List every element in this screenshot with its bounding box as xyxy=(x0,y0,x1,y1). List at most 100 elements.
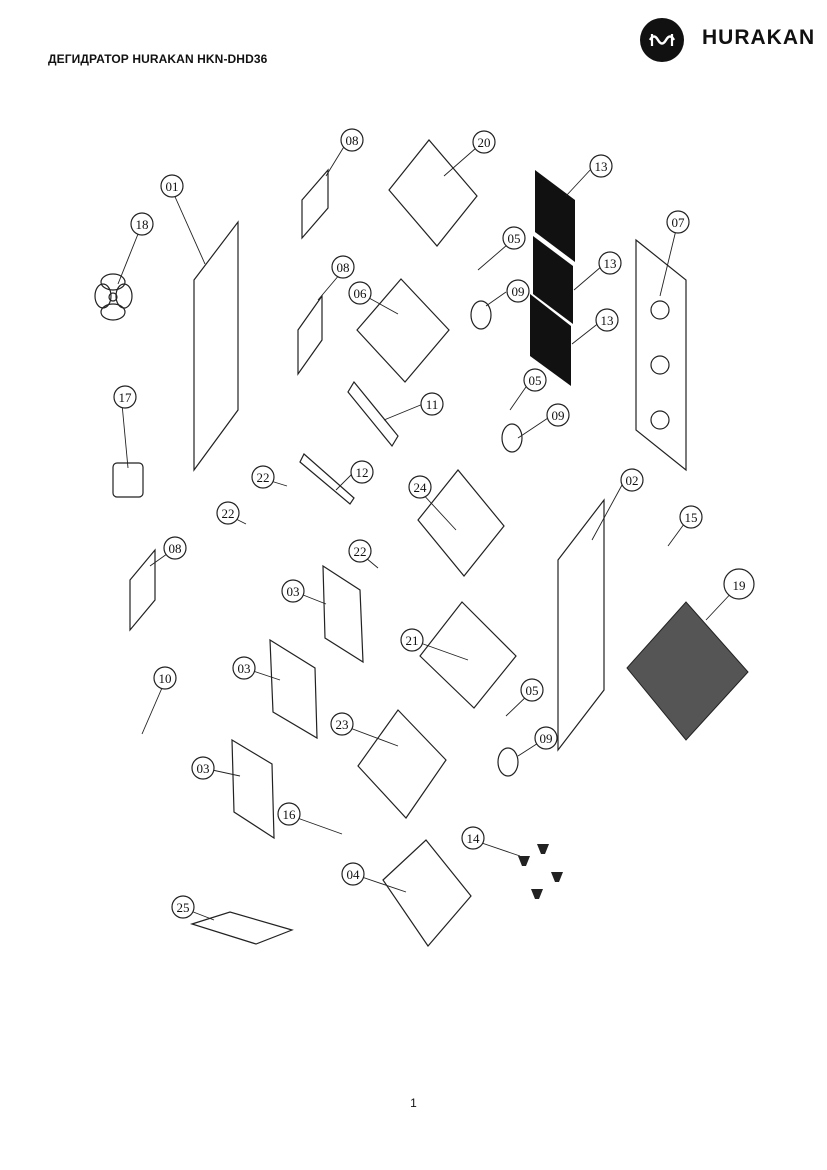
svg-text:16: 16 xyxy=(283,807,297,822)
callout-22: 22 xyxy=(348,539,372,563)
callout-05: 05 xyxy=(520,678,544,702)
svg-text:13: 13 xyxy=(601,313,614,328)
callout-05: 05 xyxy=(502,226,526,250)
document-title: ДЕГИДРАТОР HURAKAN HKN-DHD36 xyxy=(48,52,268,66)
svg-text:03: 03 xyxy=(287,584,300,599)
svg-text:08: 08 xyxy=(346,133,359,148)
callout-01: 01 xyxy=(160,174,184,198)
brand-name: HURAKAN xyxy=(702,26,816,49)
part-tray-24 xyxy=(417,469,505,577)
callout-23: 23 xyxy=(330,712,354,736)
part-perforated-panel xyxy=(231,564,364,840)
callout-15: 15 xyxy=(679,505,703,529)
callout-22: 22 xyxy=(251,465,275,489)
callout-19: 19 xyxy=(723,568,755,600)
leader-lines xyxy=(117,144,737,921)
svg-text:10: 10 xyxy=(159,671,172,686)
callout-25: 25 xyxy=(171,895,195,919)
callout-08: 08 xyxy=(331,255,355,279)
part-fan-blade xyxy=(94,273,133,321)
callout-04: 04 xyxy=(341,862,365,886)
page-number: 1 xyxy=(410,1096,417,1110)
callout-16: 16 xyxy=(277,802,301,826)
callout-07: 07 xyxy=(666,210,690,234)
part-tray-top xyxy=(388,139,478,247)
part-drip-tray xyxy=(189,911,294,945)
callout-09: 09 xyxy=(534,726,558,750)
part-back-panel xyxy=(635,238,687,472)
part-heater-ring xyxy=(470,300,492,330)
svg-text:09: 09 xyxy=(552,408,565,423)
callout-06: 06 xyxy=(348,281,372,305)
callout-14: 14 xyxy=(461,826,485,850)
callout-13: 13 xyxy=(595,308,619,332)
svg-text:19: 19 xyxy=(733,578,746,593)
svg-text:23: 23 xyxy=(336,717,349,732)
part-filter xyxy=(530,170,575,386)
svg-text:15: 15 xyxy=(685,510,698,525)
svg-text:22: 22 xyxy=(257,470,270,485)
part-side-panel-left xyxy=(193,220,239,472)
callout-09: 09 xyxy=(506,279,530,303)
part-base-plate xyxy=(382,839,472,947)
callout-02: 02 xyxy=(620,468,644,492)
callouts: 01 02 03 03 03 04 05 05 05 06 07 08 08 0… xyxy=(113,128,755,919)
callout-18: 18 xyxy=(130,212,154,236)
svg-text:13: 13 xyxy=(595,159,608,174)
hurakan-wave-logo-icon xyxy=(640,18,684,62)
part-bracket xyxy=(299,453,355,505)
exploded-parts-diagram: 01 02 03 03 03 04 05 05 05 06 07 08 08 0… xyxy=(94,128,755,947)
svg-text:11: 11 xyxy=(426,397,439,412)
callout-11: 11 xyxy=(420,392,444,416)
part-motor xyxy=(112,462,144,498)
callout-20: 20 xyxy=(472,130,496,154)
svg-text:03: 03 xyxy=(238,661,251,676)
callout-09: 09 xyxy=(546,403,570,427)
svg-text:20: 20 xyxy=(478,135,491,150)
svg-text:17: 17 xyxy=(119,390,133,405)
svg-text:08: 08 xyxy=(169,541,182,556)
svg-text:21: 21 xyxy=(406,633,419,648)
callout-22: 22 xyxy=(216,501,240,525)
callout-03: 03 xyxy=(232,656,256,680)
callout-10: 10 xyxy=(153,666,177,690)
svg-text:01: 01 xyxy=(166,179,179,194)
callout-05: 05 xyxy=(523,368,547,392)
part-control-board xyxy=(347,380,399,448)
svg-text:07: 07 xyxy=(672,215,686,230)
brand: HURAKAN xyxy=(640,18,820,62)
svg-text:24: 24 xyxy=(414,480,428,495)
callout-12: 12 xyxy=(350,460,374,484)
part-shelf-guide xyxy=(129,168,329,632)
svg-text:08: 08 xyxy=(337,260,350,275)
part-feet xyxy=(518,844,563,899)
svg-text:04: 04 xyxy=(347,867,361,882)
svg-text:05: 05 xyxy=(529,373,542,388)
svg-text:06: 06 xyxy=(354,286,368,301)
svg-text:03: 03 xyxy=(197,761,210,776)
svg-text:18: 18 xyxy=(136,217,149,232)
svg-text:22: 22 xyxy=(354,544,367,559)
callout-03: 03 xyxy=(281,579,305,603)
part-tray-mid xyxy=(356,278,450,383)
callout-17: 17 xyxy=(113,385,137,409)
callout-08: 08 xyxy=(163,536,187,560)
callout-24: 24 xyxy=(408,475,432,499)
svg-text:13: 13 xyxy=(604,256,617,271)
svg-text:09: 09 xyxy=(540,731,553,746)
callout-03: 03 xyxy=(191,756,215,780)
callout-21: 21 xyxy=(400,628,424,652)
svg-text:12: 12 xyxy=(356,465,369,480)
svg-text:05: 05 xyxy=(526,683,539,698)
svg-text:09: 09 xyxy=(512,284,525,299)
svg-text:14: 14 xyxy=(467,831,481,846)
svg-text:22: 22 xyxy=(222,506,235,521)
svg-text:25: 25 xyxy=(177,900,190,915)
callout-13: 13 xyxy=(598,251,622,275)
callout-08: 08 xyxy=(340,128,364,152)
part-heater-ring xyxy=(501,423,523,453)
svg-text:05: 05 xyxy=(508,231,521,246)
part-mesh-tray xyxy=(626,601,749,741)
part-side-panel-right xyxy=(557,498,605,752)
callout-13: 13 xyxy=(589,154,613,178)
